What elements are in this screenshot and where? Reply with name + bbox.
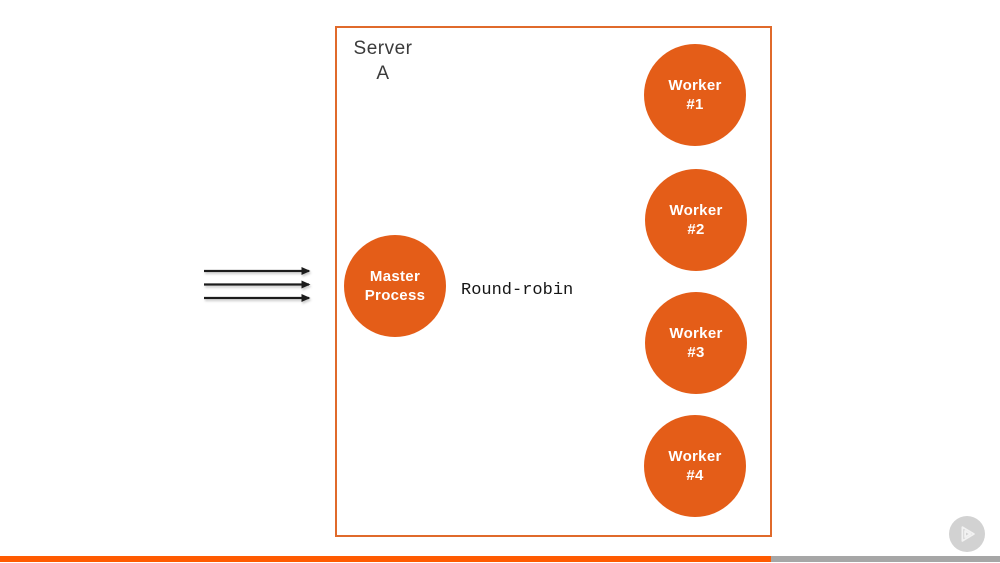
worker-1-node: Worker #1 bbox=[644, 44, 746, 146]
player-logo-button[interactable] bbox=[949, 516, 985, 552]
master-process-label-line1: Master bbox=[369, 268, 421, 285]
worker-2-label-line1: Worker bbox=[669, 202, 723, 219]
round-robin-label: Round-robin bbox=[461, 281, 574, 300]
pluralsight-play-icon bbox=[961, 526, 975, 542]
video-progress-fill bbox=[0, 556, 771, 562]
worker-1-label-line1: Worker bbox=[668, 77, 722, 94]
master-process-label-line2: Process bbox=[364, 287, 426, 304]
worker-2-label-line2: #2 bbox=[687, 221, 705, 238]
worker-4-label-line1: Worker bbox=[668, 448, 722, 465]
worker-2-node: Worker #2 bbox=[645, 169, 747, 271]
worker-3-label-line2: #3 bbox=[687, 344, 705, 361]
worker-3-label-line1: Worker bbox=[669, 325, 723, 342]
incoming-requests-arrows bbox=[204, 267, 311, 302]
worker-4-label-line2: #4 bbox=[686, 467, 704, 484]
worker-3-node: Worker #3 bbox=[645, 292, 747, 394]
worker-4-node: Worker #4 bbox=[644, 415, 746, 517]
master-process-node: Master Process bbox=[344, 235, 446, 337]
server-title-line1: Server bbox=[353, 38, 413, 59]
server-a-title: Server A bbox=[348, 36, 418, 86]
video-progress-bar[interactable] bbox=[0, 556, 1000, 562]
worker-1-label-line2: #1 bbox=[686, 96, 704, 113]
server-title-line2: A bbox=[376, 63, 390, 84]
